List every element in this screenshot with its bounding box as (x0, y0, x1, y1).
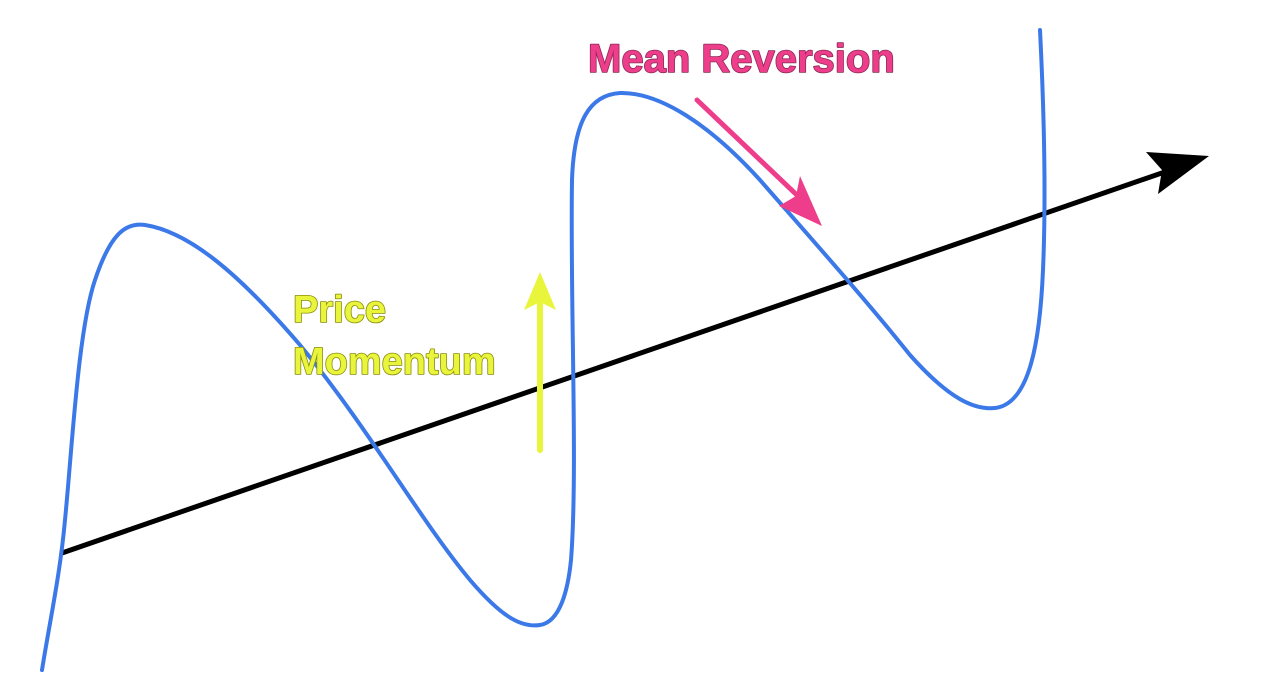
mean-reversion-arrowhead (779, 176, 822, 226)
momentum-arrowhead (524, 272, 556, 310)
trend-arrowhead (1146, 152, 1209, 194)
price-wave-line (40, 28, 1047, 672)
price-momentum-label-line1: Price (293, 289, 386, 331)
mean-reversion-arrow-shaft (694, 97, 803, 201)
arrow-down-right-icon (694, 97, 822, 226)
trend-arrow-icon (59, 152, 1209, 556)
mean-reversion-label: Mean Reversion (588, 37, 895, 81)
trend-line (59, 162, 1188, 556)
price-momentum-label-line2: Momentum (293, 341, 496, 383)
arrow-up-icon (524, 272, 556, 453)
